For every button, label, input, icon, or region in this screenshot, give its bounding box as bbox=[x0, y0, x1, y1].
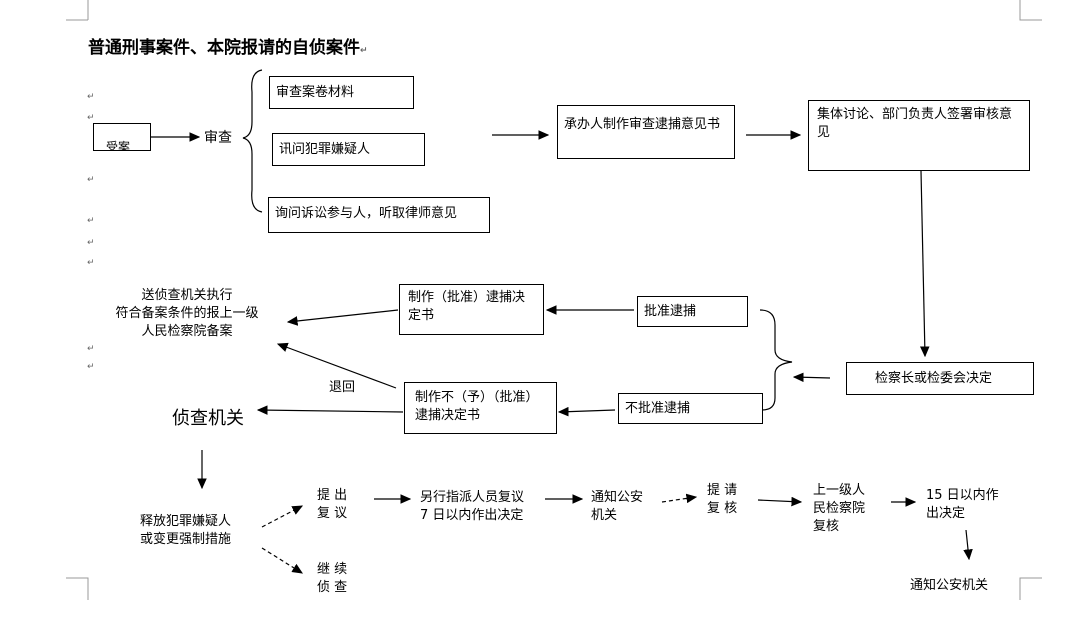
return-label: 退回 bbox=[329, 380, 356, 395]
inquire-participants-box: 询问诉讼参与人，听取律师意见 bbox=[268, 197, 490, 233]
request-reconsideration-text: 提 出 复 议 bbox=[317, 488, 348, 521]
chief-decision-box: 检察长或检委会决定 bbox=[846, 362, 1034, 395]
request-review-text: 提 请 复 核 bbox=[707, 483, 738, 516]
notify-police-text: 通知公安 机关 bbox=[591, 490, 644, 523]
review-materials-box: 审查案卷材料 bbox=[269, 76, 414, 109]
reassign-reconsider-text: 另行指派人员复议 7 日以内作出决定 bbox=[420, 490, 525, 523]
handler-opinion-box: 承办人制作审查逮捕意见书 bbox=[557, 105, 735, 159]
review-label: 审查 bbox=[204, 130, 232, 146]
collective-discussion-box: 集体讨论、部门负责人签署审核意见 bbox=[808, 100, 1030, 171]
diagram-title: 普通刑事案件、本院报请的自侦案件↵ bbox=[88, 38, 368, 58]
make-not-approve-decision-box: 制作不（予）（批准）逮捕决定书 bbox=[404, 382, 557, 434]
paragraph-mark: ↵ bbox=[87, 344, 95, 354]
paragraph-mark: ↵ bbox=[87, 362, 95, 372]
approve-arrest-box: 批准逮捕 bbox=[637, 296, 748, 327]
paragraph-mark: ↵ bbox=[87, 238, 95, 248]
paragraph-mark: ↵ bbox=[87, 113, 95, 123]
make-approve-decision-box: 制作（批准）逮捕决定书 bbox=[399, 284, 544, 335]
paragraph-mark: ↵ bbox=[87, 175, 95, 185]
fifteen-days-decision-text: 15 日以内作 出决定 bbox=[926, 488, 999, 521]
not-approve-arrest-box: 不批准逮捕 bbox=[618, 393, 763, 424]
interrogate-suspect-box: 讯问犯罪嫌疑人 bbox=[272, 133, 425, 166]
send-execute-text: 送侦查机关执行 符合备案条件的报上一级 人民检察院备案 bbox=[115, 288, 259, 339]
investigation-organ-label: 侦查机关 bbox=[172, 408, 244, 429]
continue-investigation-text: 继 续 侦 查 bbox=[317, 562, 348, 595]
case-intake-box: 受案 bbox=[93, 123, 151, 151]
decision-brace bbox=[759, 309, 793, 411]
review-brace bbox=[242, 69, 263, 213]
paragraph-mark: ↵ bbox=[87, 92, 95, 102]
superior-procuratorate-review-text: 上一级人 民检察院 复核 bbox=[813, 483, 866, 534]
page-corner-marks bbox=[66, 0, 1042, 600]
paragraph-mark: ↵ bbox=[87, 216, 95, 226]
paragraph-mark: ↵ bbox=[87, 258, 95, 268]
release-suspect-text: 释放犯罪嫌疑人 或变更强制措施 bbox=[140, 514, 232, 547]
notify-police-final-text: 通知公安机关 bbox=[910, 578, 989, 593]
